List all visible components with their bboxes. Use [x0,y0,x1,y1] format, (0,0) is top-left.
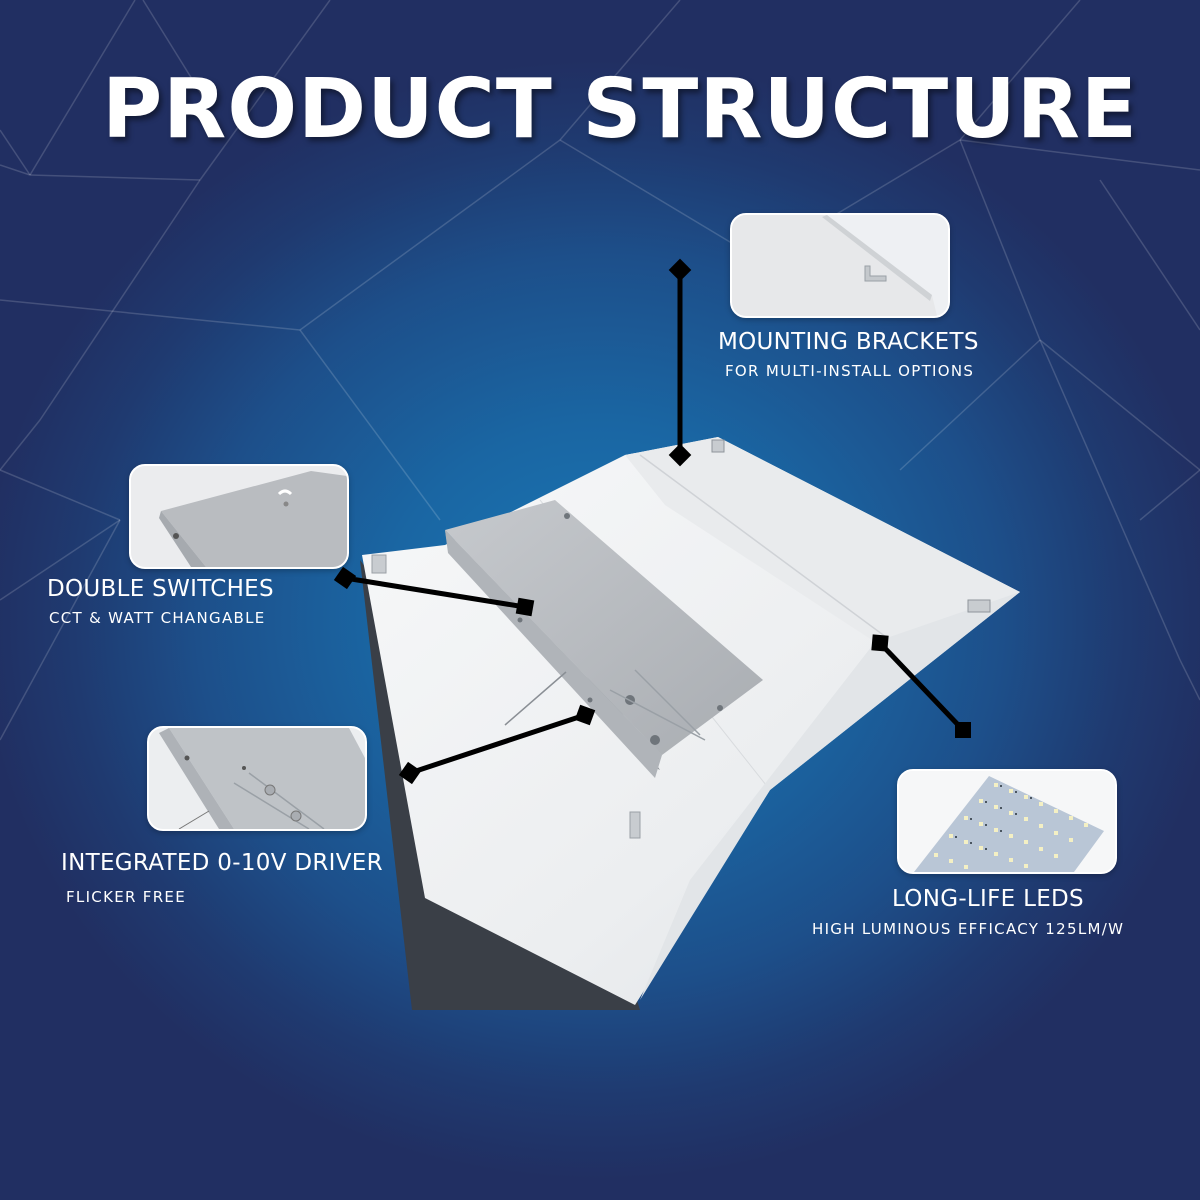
bracket-closeup-image [732,215,948,316]
integrated-driver-thumbnail [147,726,367,831]
feature-subtitle-double-switches: CCT & WATT CHANGABLE [49,609,266,627]
switch-box-closeup-image [131,466,347,567]
feature-title-integrated-driver: INTEGRATED 0-10V DRIVER [61,850,383,876]
feature-subtitle-long-life-leds: HIGH LUMINOUS EFFICACY 125LM/W [812,920,1125,938]
feature-subtitle-integrated-driver: FLICKER FREE [66,888,186,906]
feature-subtitle-mounting-brackets: FOR MULTI-INSTALL OPTIONS [725,362,975,380]
driver-closeup-image [149,728,365,829]
feature-title-long-life-leds: LONG-LIFE LEDS [892,886,1084,912]
led-board-closeup-image [899,771,1115,872]
feature-title-double-switches: DOUBLE SWITCHES [47,576,274,602]
feature-title-mounting-brackets: MOUNTING BRACKETS [718,329,979,355]
double-switches-thumbnail [129,464,349,569]
mounting-brackets-thumbnail [730,213,950,318]
long-life-leds-thumbnail [897,769,1117,874]
page-title: PRODUCT STRUCTURE [102,62,1138,157]
